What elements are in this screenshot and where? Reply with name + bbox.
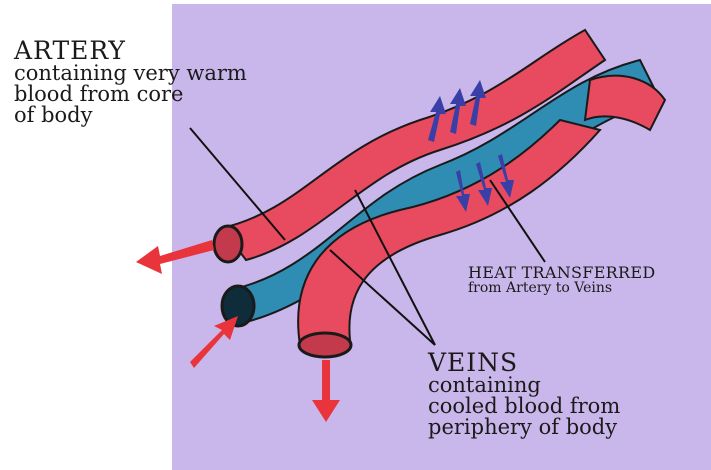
veins-line-2: cooled blood from xyxy=(428,396,620,417)
lower-vein-opening xyxy=(299,333,351,357)
veins-title: VEINS xyxy=(428,350,620,375)
upper-vein-opening xyxy=(214,226,242,262)
heat-transfer-label: HEAT TRANSFERRED from Artery to Veins xyxy=(468,265,656,295)
veins-line-3: periphery of body xyxy=(428,417,620,438)
heat-title: HEAT TRANSFERRED xyxy=(468,265,656,281)
flow-arrow-in xyxy=(190,316,238,368)
heat-subtitle: from Artery to Veins xyxy=(468,281,656,295)
flow-arrow-left xyxy=(136,240,214,274)
flow-arrow-down xyxy=(312,360,340,422)
artery-line-2: blood from core xyxy=(14,84,247,105)
veins-line-1: containing xyxy=(428,375,620,396)
veins-label: VEINS containing cooled blood from perip… xyxy=(428,350,620,438)
artery-line-3: of body xyxy=(14,105,247,126)
artery-opening xyxy=(222,286,254,326)
artery-label: ARTERY containing very warm blood from c… xyxy=(14,38,247,126)
artery-title: ARTERY xyxy=(14,38,247,63)
artery-line-1: containing very warm xyxy=(14,63,247,84)
